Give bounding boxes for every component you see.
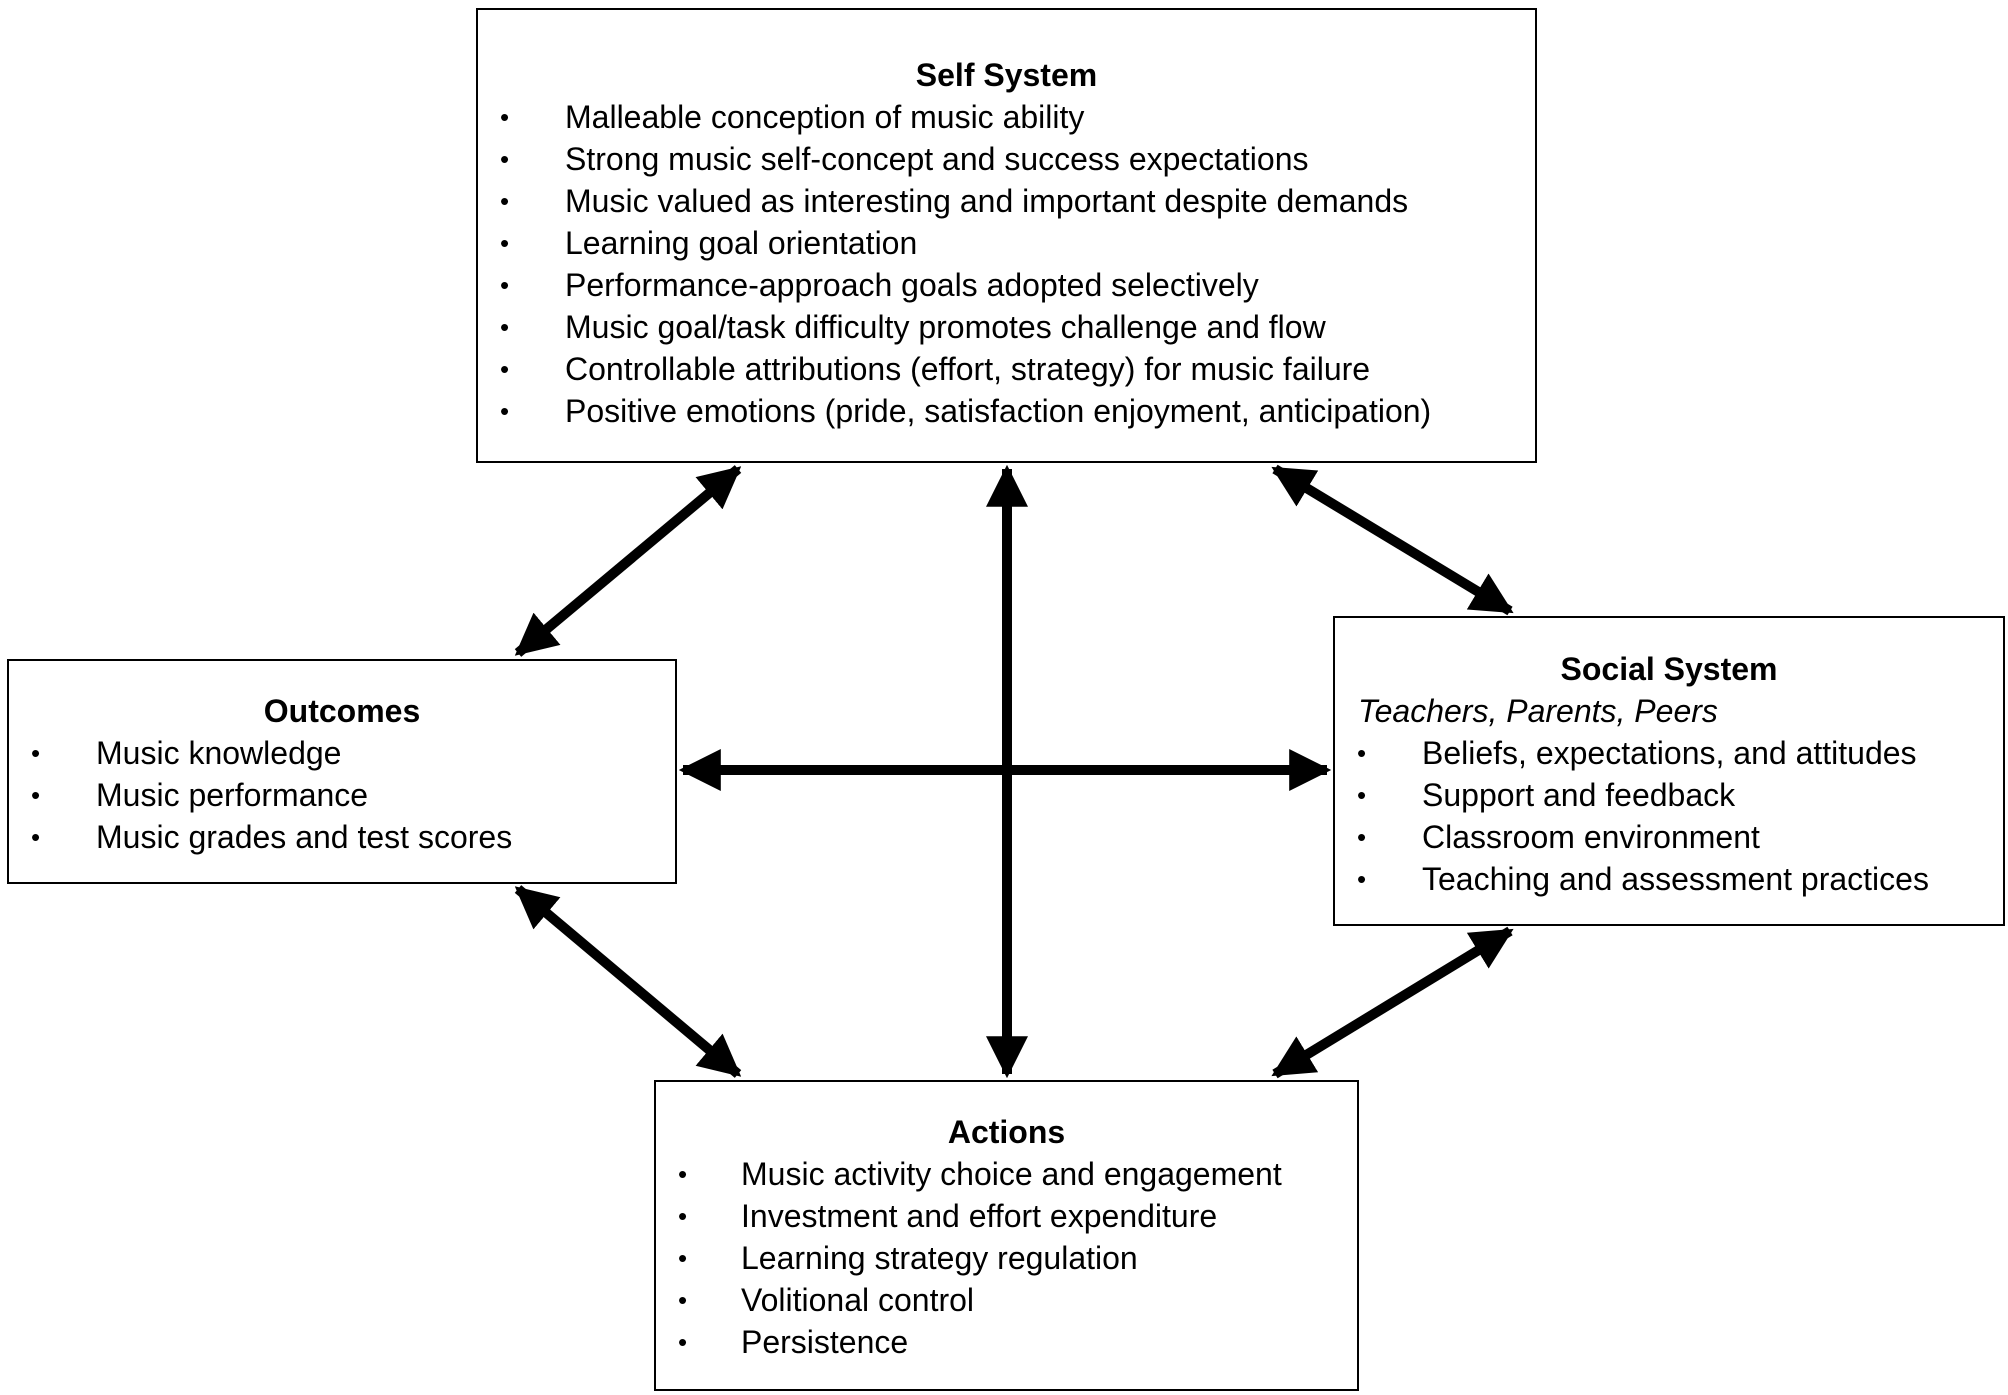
outcomes-box: Outcomes •Music knowledge •Music perform…	[7, 659, 677, 884]
list-item: •Volitional control	[656, 1279, 1357, 1321]
arrow-outcomes-actions	[514, 885, 742, 1078]
bullet: •	[678, 1285, 688, 1315]
list-item: •Learning goal orientation	[478, 222, 1535, 264]
list-item: •Music activity choice and engagement	[656, 1153, 1357, 1195]
list-item: •Music goal/task difficulty promotes cha…	[478, 306, 1535, 348]
self-system-list: •Malleable conception of music ability •…	[478, 96, 1535, 432]
bullet: •	[31, 738, 41, 768]
list-item: •Music performance	[9, 774, 675, 816]
social-system-title: Social System	[1560, 651, 1778, 687]
arrow-self-social	[1271, 464, 1514, 616]
bullet: •	[1357, 738, 1367, 768]
bullet: •	[500, 354, 510, 384]
list-item: •Music grades and test scores	[9, 816, 675, 858]
list-item: •Support and feedback	[1335, 774, 2003, 816]
arrow-social-actions	[1271, 926, 1514, 1079]
bullet: •	[31, 780, 41, 810]
bullet: •	[31, 822, 41, 852]
bullet: •	[500, 312, 510, 342]
bullet: •	[500, 270, 510, 300]
self-system-title: Self System	[915, 57, 1098, 93]
outcomes-title: Outcomes	[263, 693, 421, 729]
list-item: •Classroom environment	[1335, 816, 2003, 858]
list-item: •Persistence	[656, 1321, 1357, 1363]
list-item: •Beliefs, expectations, and attitudes	[1335, 732, 2003, 774]
arrow-self-outcomes	[514, 465, 742, 657]
list-item: •Malleable conception of music ability	[478, 96, 1535, 138]
list-item: •Music valued as interesting and importa…	[478, 180, 1535, 222]
social-system-list: •Beliefs, expectations, and attitudes •S…	[1335, 732, 2003, 900]
bullet: •	[500, 396, 510, 426]
outcomes-list: •Music knowledge •Music performance •Mus…	[9, 732, 675, 858]
actions-title: Actions	[947, 1114, 1066, 1150]
list-item: •Controllable attributions (effort, stra…	[478, 348, 1535, 390]
list-item: •Learning strategy regulation	[656, 1237, 1357, 1279]
bullet: •	[678, 1243, 688, 1273]
list-item: •Positive emotions (pride, satisfaction …	[478, 390, 1535, 432]
bullet: •	[678, 1327, 688, 1357]
bullet: •	[1357, 864, 1367, 894]
social-system-box: Social System Teachers, Parents, Peers •…	[1333, 616, 2005, 926]
list-item: •Investment and effort expenditure	[656, 1195, 1357, 1237]
bullet: •	[500, 144, 510, 174]
self-system-box: Self System •Malleable conception of mus…	[476, 8, 1537, 463]
list-item: •Strong music self-concept and success e…	[478, 138, 1535, 180]
social-system-subtitle: Teachers, Parents, Peers	[1358, 693, 1718, 729]
bullet: •	[500, 228, 510, 258]
actions-box: Actions •Music activity choice and engag…	[654, 1080, 1359, 1391]
bullet: •	[500, 186, 510, 216]
bullet: •	[1357, 822, 1367, 852]
actions-list: •Music activity choice and engagement •I…	[656, 1153, 1357, 1363]
bullet: •	[678, 1201, 688, 1231]
list-item: •Music knowledge	[9, 732, 675, 774]
bullet: •	[500, 102, 510, 132]
list-item: •Performance-approach goals adopted sele…	[478, 264, 1535, 306]
list-item: •Teaching and assessment practices	[1335, 858, 2003, 900]
bullet: •	[1357, 780, 1367, 810]
bullet: •	[678, 1159, 688, 1189]
